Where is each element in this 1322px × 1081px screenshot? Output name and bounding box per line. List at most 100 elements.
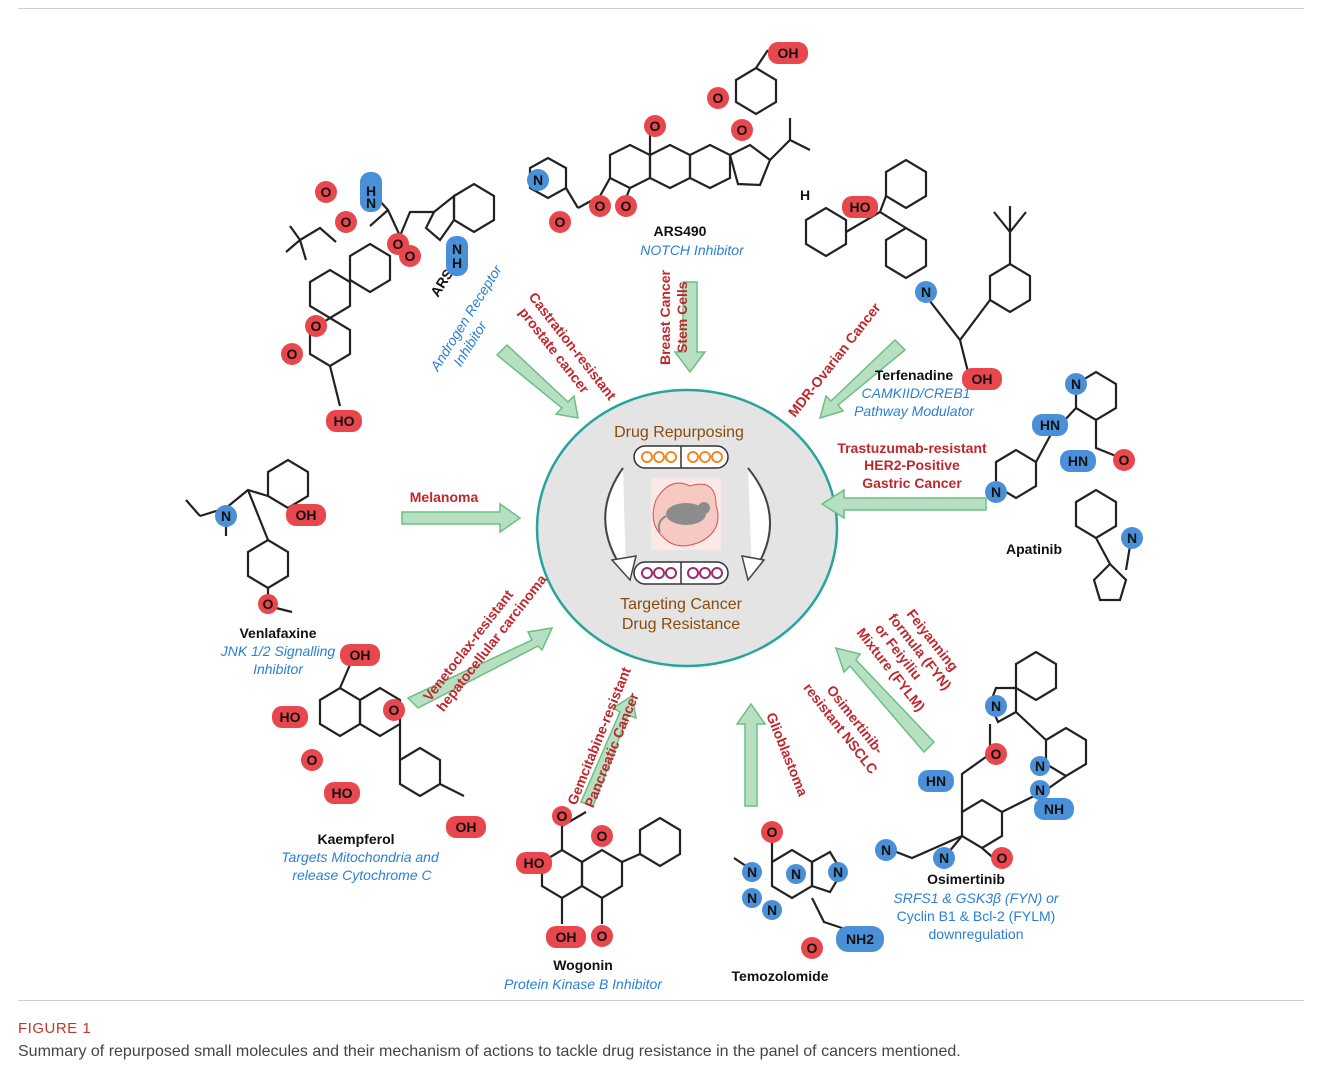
svg-text:H: H xyxy=(800,187,810,203)
drug-mech-osimertinib-3: downregulation xyxy=(929,926,1024,942)
label-glioblastoma: Glioblastoma xyxy=(763,710,811,798)
svg-text:O: O xyxy=(307,752,318,768)
center-title: Drug Repurposing xyxy=(614,424,744,441)
svg-text:O: O xyxy=(997,850,1008,866)
arrow-kaempferol xyxy=(406,627,554,709)
oxygen-marker: OH O O O O O O xyxy=(549,42,808,233)
label-prostate: Castration-resistant prostate cancer xyxy=(516,289,620,403)
svg-text:N: N xyxy=(1127,530,1137,546)
svg-text:NH: NH xyxy=(1044,801,1064,817)
svg-text:O: O xyxy=(405,248,416,264)
svg-text:N: N xyxy=(366,195,376,211)
label-fyn: Feiyanning formula (FYN) or Feiyiliu Mix… xyxy=(854,606,962,714)
molecule-ars490: OH O O O O O O N H xyxy=(527,42,811,233)
drug-mech-kaempferol-1: Targets Mitochondria and xyxy=(281,849,440,865)
arrow-osimertinib xyxy=(834,646,936,754)
svg-text:OH: OH xyxy=(296,507,317,523)
figure-caption-text: Summary of repurposed small molecules an… xyxy=(18,1043,961,1060)
label-gastric: Trastuzumab-resistant HER2-Positive Gast… xyxy=(837,440,987,491)
molecule-kaempferol: OH HO O O HO OH xyxy=(272,644,486,838)
svg-text:OH: OH xyxy=(350,647,371,663)
svg-text:Gastric Cancer: Gastric Cancer xyxy=(862,475,962,491)
svg-text:OH: OH xyxy=(456,819,477,835)
svg-text:N: N xyxy=(767,902,777,918)
drug-mech-kaempferol-2: release Cytochrome C xyxy=(292,867,432,883)
svg-text:H: H xyxy=(366,183,376,199)
svg-text:HO: HO xyxy=(850,199,871,215)
svg-text:N: N xyxy=(991,484,1001,500)
svg-text:H: H xyxy=(452,255,462,271)
figure-caption: FIGURE 1 Summary of repurposed small mol… xyxy=(18,1008,1308,1061)
molecule-temozolomide: O N N N N N O NH2 xyxy=(733,821,884,959)
molecule-ars600: H N N H O O O O O O HO xyxy=(281,172,496,432)
drug-mech-wogonin: Protein Kinase B Inhibitor xyxy=(504,976,663,992)
svg-text:N: N xyxy=(881,842,891,858)
svg-text:Glioblastoma: Glioblastoma xyxy=(763,710,811,798)
svg-text:HO: HO xyxy=(280,709,301,725)
svg-text:HN: HN xyxy=(1040,417,1060,433)
arrow-ars490 xyxy=(673,281,707,374)
svg-text:Venetoclax-resistant: Venetoclax-resistant xyxy=(420,586,517,703)
svg-text:N: N xyxy=(747,890,757,906)
drug-name-terfenadine: Terfenadine xyxy=(875,367,954,383)
molecule-apatinib: N HN HN O N N xyxy=(985,370,1143,602)
svg-text:O: O xyxy=(597,928,608,944)
svg-text:Trastuzumab-resistant: Trastuzumab-resistant xyxy=(837,440,987,456)
arrow-melanoma xyxy=(401,502,522,534)
svg-text:O: O xyxy=(713,90,724,106)
molecule-wogonin: HO O O OH O xyxy=(516,806,682,948)
svg-text:N: N xyxy=(452,241,462,257)
svg-text:N: N xyxy=(1035,758,1045,774)
capsule-purple-icon xyxy=(633,561,729,585)
arrow-temozolomide xyxy=(735,702,767,807)
svg-text:N: N xyxy=(921,284,931,300)
drug-mech-terfenadine-1: CAMKIID/CREB1 xyxy=(862,385,971,401)
svg-text:O: O xyxy=(263,596,274,612)
svg-text:O: O xyxy=(393,236,404,252)
bottom-divider xyxy=(18,1000,1304,1001)
svg-text:OH: OH xyxy=(972,371,993,387)
drug-name-ars490: ARS490 xyxy=(654,223,707,239)
svg-text:O: O xyxy=(597,828,608,844)
svg-text:O: O xyxy=(389,702,400,718)
molecule-venlafaxine: N OH O xyxy=(185,458,326,614)
drug-mech-osimertinib-2: Cyclin B1 & Bcl-2 (FYLM) xyxy=(897,908,1056,924)
svg-text:HO: HO xyxy=(334,413,355,429)
svg-text:OH: OH xyxy=(778,45,799,61)
drug-mech-terfenadine-2: Pathway Modulator xyxy=(854,403,975,419)
svg-text:O: O xyxy=(555,214,566,230)
svg-text:O: O xyxy=(650,118,661,134)
drug-name-apatinib: Apatinib xyxy=(1006,541,1062,557)
drug-mech-ars490: NOTCH Inhibitor xyxy=(640,242,745,258)
top-divider xyxy=(18,8,1304,9)
svg-text:OH: OH xyxy=(556,929,577,945)
svg-text:O: O xyxy=(595,198,606,214)
svg-text:O: O xyxy=(737,122,748,138)
arrow-terfenadine xyxy=(818,338,907,420)
svg-text:N: N xyxy=(991,698,1001,714)
drug-name-wogonin: Wogonin xyxy=(553,957,613,973)
svg-text:N: N xyxy=(747,864,757,880)
svg-text:N: N xyxy=(221,508,231,524)
svg-text:O: O xyxy=(767,824,778,840)
drug-name-kaempferol: Kaempferol xyxy=(317,831,394,847)
drug-mech-osimertinib-1: SRFS1 & GSK3β (FYN) or xyxy=(893,890,1059,906)
svg-text:Stem Cells: Stem Cells xyxy=(674,281,690,353)
svg-text:HER2-Positive: HER2-Positive xyxy=(864,457,960,473)
arrows xyxy=(401,281,987,807)
figure-label: FIGURE 1 xyxy=(18,1020,92,1037)
svg-text:HO: HO xyxy=(524,855,545,871)
svg-text:HN: HN xyxy=(926,773,946,789)
drug-name-temozolomide: Temozolomide xyxy=(732,968,829,984)
molecule-osimertinib: N O HN N N NH N N O xyxy=(875,650,1088,869)
svg-text:HO: HO xyxy=(332,785,353,801)
drug-name-venlafaxine: Venlafaxine xyxy=(239,625,316,641)
svg-text:O: O xyxy=(1119,452,1130,468)
drug-name-osimertinib: Osimertinib xyxy=(927,871,1005,887)
svg-text:N: N xyxy=(1035,782,1045,798)
label-melanoma: Melanoma xyxy=(410,489,479,505)
center-subtitle-2: Drug Resistance xyxy=(622,616,740,633)
arrow-ars600 xyxy=(495,343,579,419)
svg-text:O: O xyxy=(991,746,1002,762)
